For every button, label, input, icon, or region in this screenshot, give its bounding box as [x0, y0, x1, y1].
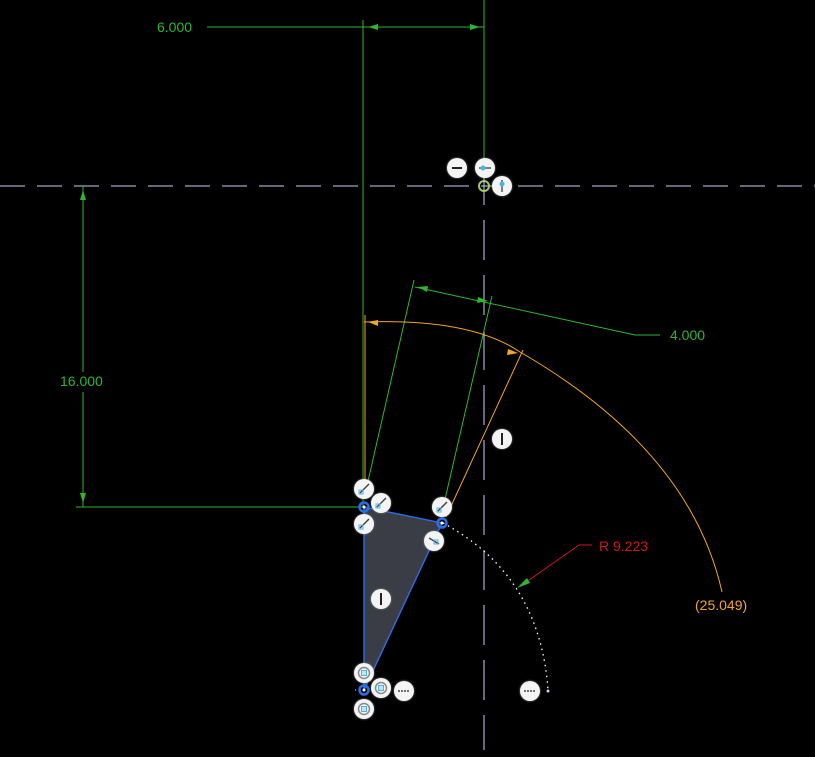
construction-arc[interactable] — [442, 522, 549, 691]
tangent-constraint-icon-4[interactable] — [432, 497, 452, 517]
coincident-constraint-icon[interactable] — [475, 158, 495, 178]
dimension-label-reference[interactable]: (25.049) — [695, 597, 748, 613]
dimension-label-6-000[interactable]: 6.000 — [157, 19, 193, 35]
horizontal-dashed-constraint-icon-2[interactable] — [520, 681, 540, 701]
radius-dimension-leader[interactable] — [517, 544, 592, 588]
dimension-label-16-000[interactable]: 16.000 — [60, 373, 103, 389]
sketch-profile[interactable] — [363, 506, 444, 691]
reference-arc-dimension[interactable] — [363, 315, 723, 593]
vertex-top-right[interactable] — [436, 517, 448, 529]
dimension-6-000[interactable] — [207, 20, 484, 507]
vertex-top-left[interactable] — [358, 501, 370, 513]
dimension-16-000[interactable] — [76, 186, 363, 508]
horizontal-dashed-constraint-icon-1[interactable] — [394, 681, 414, 701]
concentric-constraint-icon-3[interactable] — [354, 699, 374, 719]
tangent-constraint-icon-1[interactable] — [354, 479, 374, 499]
concentric-constraint-icon-2[interactable] — [371, 678, 391, 698]
horizontal-constraint-icon[interactable] — [447, 158, 467, 178]
tangent-constraint-icon-3[interactable] — [354, 514, 374, 534]
vertical-constraint-icon[interactable] — [492, 429, 512, 449]
concentric-constraint-icon-1[interactable] — [354, 663, 374, 683]
dimension-label-4-000[interactable]: 4.000 — [670, 327, 706, 343]
vertical-constraint-icon-fill[interactable] — [371, 589, 391, 609]
vertex-bottom[interactable] — [358, 684, 370, 696]
vertical-point-constraint-icon[interactable] — [492, 176, 512, 196]
dimension-label-radius[interactable]: R 9.223 — [599, 538, 649, 554]
tangent-constraint-icon-5[interactable] — [424, 531, 444, 551]
sketch-origin[interactable] — [478, 180, 490, 192]
dimension-4-000[interactable] — [365, 279, 660, 509]
tangent-constraint-icon-2[interactable] — [371, 493, 391, 513]
